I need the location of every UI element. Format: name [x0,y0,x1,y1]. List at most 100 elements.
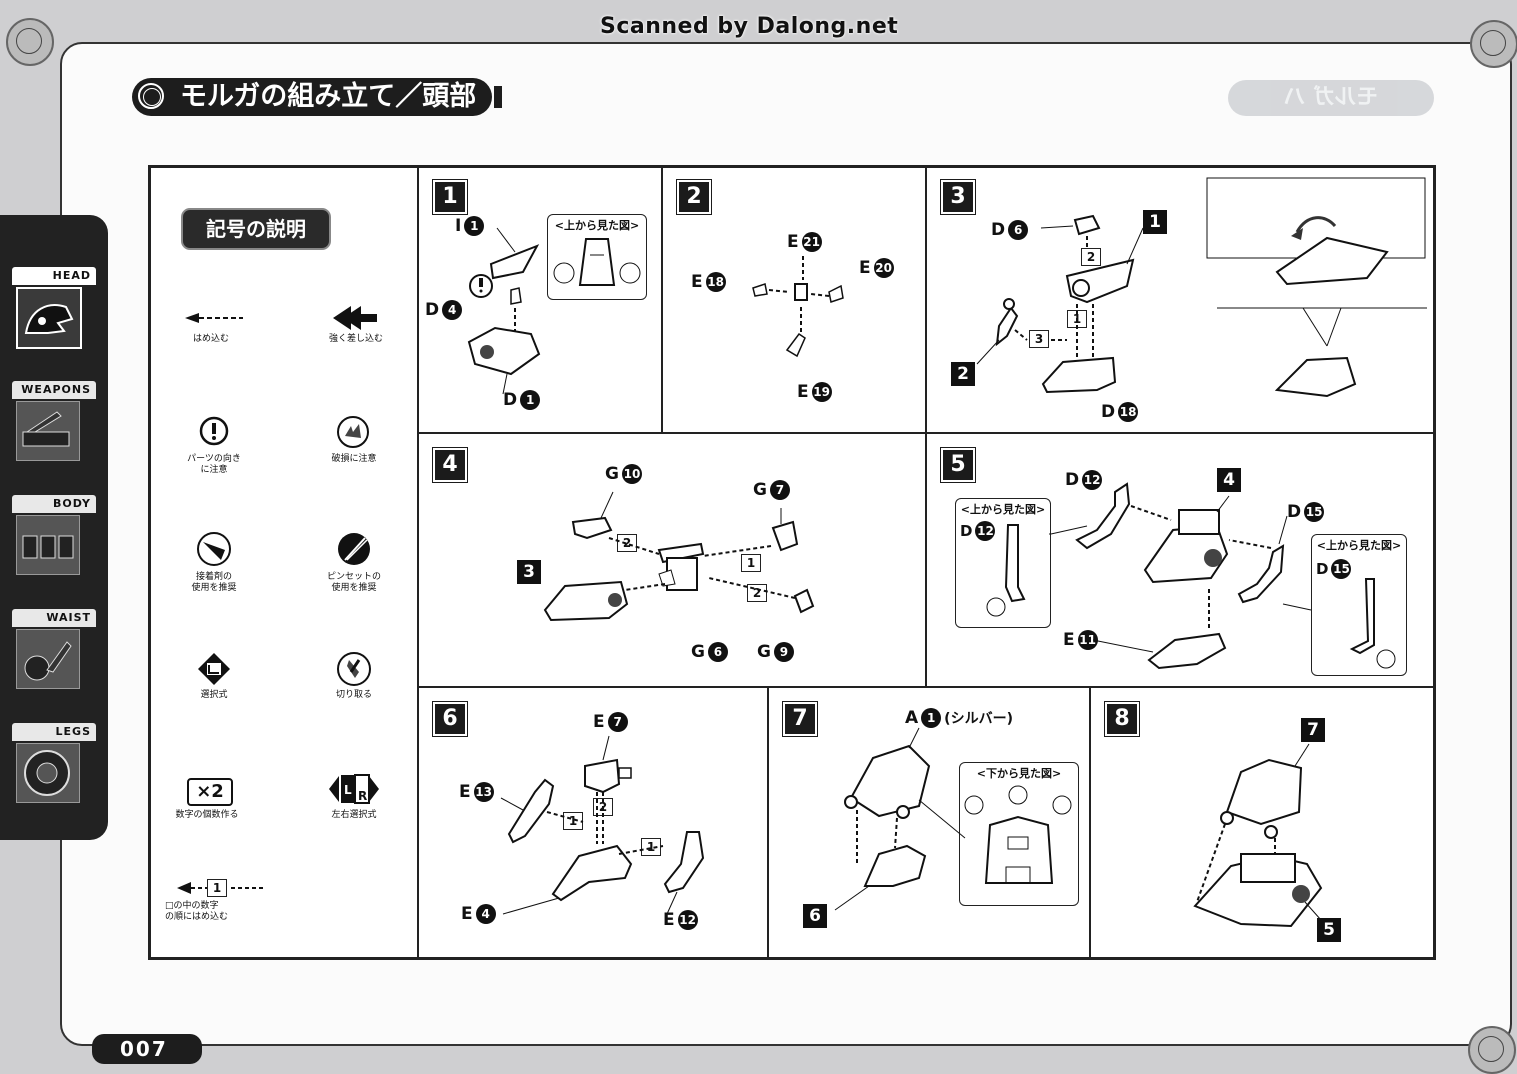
corner-emblem-icon [1470,20,1517,68]
tab-weapons-label: WEAPONS [12,381,96,399]
tab-legs[interactable]: LEGS [12,723,96,823]
step-6-drawing [500,735,705,915]
order-number: 3 [1029,330,1049,348]
bleed-through-heading: モルガ ハ [1228,80,1434,116]
corner-emblem-icon [1468,1026,1516,1074]
tab-legs-label: LEGS [12,723,96,741]
page-title-text: モルガの組み立て／頭部 [180,81,477,112]
step-5-drawing [1049,482,1312,670]
legend-title: 記号の説明 [181,208,331,250]
order-number: 1 [207,879,227,897]
legend-label: パーツの向きに注意 [187,454,241,475]
tab-head[interactable]: HEAD [12,267,96,367]
step-1-drawing [467,227,541,395]
weapons-icon [16,401,80,461]
legs-icon [16,743,80,803]
tab-waist-label: WAIST [12,609,96,627]
legend-label: 接着剤の使用を推奨 [191,572,237,593]
tab-body[interactable]: BODY [12,495,96,595]
legend-label: 左右選択式 [331,810,377,820]
sub-assembly-ref: 2 [951,362,975,386]
cut-icon [337,652,371,686]
multiply-icon: ×2 [187,778,233,806]
legend-label: □の中の数字の順にはめ込む [165,901,229,922]
tab-body-label: BODY [12,495,96,513]
svg-text:L: L [344,783,352,797]
step-8-panel: 8 7 5 [1090,687,1434,958]
step-3-drawing [976,177,1427,398]
sub-assembly-ref: 7 [1301,718,1325,742]
step-4-drawing [543,491,815,622]
legend-label: ピンセットの使用を推奨 [326,572,381,593]
selection-icon [198,653,230,685]
legend-label: はめ込む [192,334,229,344]
order-arrow-icon [177,882,265,894]
legend-label: 切り取る [335,690,372,700]
step-number: 6 [432,701,468,737]
legend-label: 選択式 [200,690,228,700]
push-in-arrow-icon [185,313,243,323]
order-number: 2 [617,534,637,552]
legend-label: 数字の個数作る [175,810,239,820]
symbol-legend: 記号の説明 はめ込む 強く差し込む パーツの向きに注意 破損に注意 接着剤の使用… [150,167,418,958]
section-tabs: HEAD WEAPONS BODY WAIST LEGS [0,215,108,840]
legend-label: 破損に注意 [331,454,377,464]
step-number: 1 [432,179,468,215]
step-number: 4 [432,447,468,483]
sub-assembly-ref: 3 [517,560,541,584]
order-number: 2 [1081,248,1101,266]
step-3-panel: 3 D6 D18 1 2 2 1 3 [926,167,1434,433]
svg-text:R: R [358,789,367,803]
gear-emblem-icon [138,83,164,109]
order-number: 1 [741,554,761,572]
step-8-drawing [1193,743,1323,928]
tweezers-icon [338,533,370,565]
body-icon [16,515,80,575]
tab-waist[interactable]: WAIST [12,609,96,709]
step-7-drawing [834,727,966,911]
step-number: 2 [676,179,712,215]
tab-head-label: HEAD [12,267,96,285]
glue-icon [197,532,231,566]
caution-icon [199,416,229,446]
step-number: 5 [940,447,976,483]
press-firmly-arrow-icon [333,306,377,330]
sub-assembly-ref: 5 [1317,918,1341,942]
corner-emblem-icon [6,18,54,66]
instruction-grid: 記号の説明 はめ込む 強く差し込む パーツの向きに注意 破損に注意 接着剤の使用… [148,165,1436,960]
step-number: 3 [940,179,976,215]
waist-icon [16,629,80,689]
legend-label: 強く差し込む [328,334,383,344]
sub-assembly-ref: 6 [803,904,827,928]
step-6-panel: 6 E7 E13 E4 E12 1 2 1 [418,687,768,958]
step-number: 7 [782,701,818,737]
tab-weapons[interactable]: WEAPONS [12,381,96,481]
top-view-inset: <上から見た図> [547,214,647,300]
head-icon [16,287,82,349]
step-2-drawing [752,256,844,358]
